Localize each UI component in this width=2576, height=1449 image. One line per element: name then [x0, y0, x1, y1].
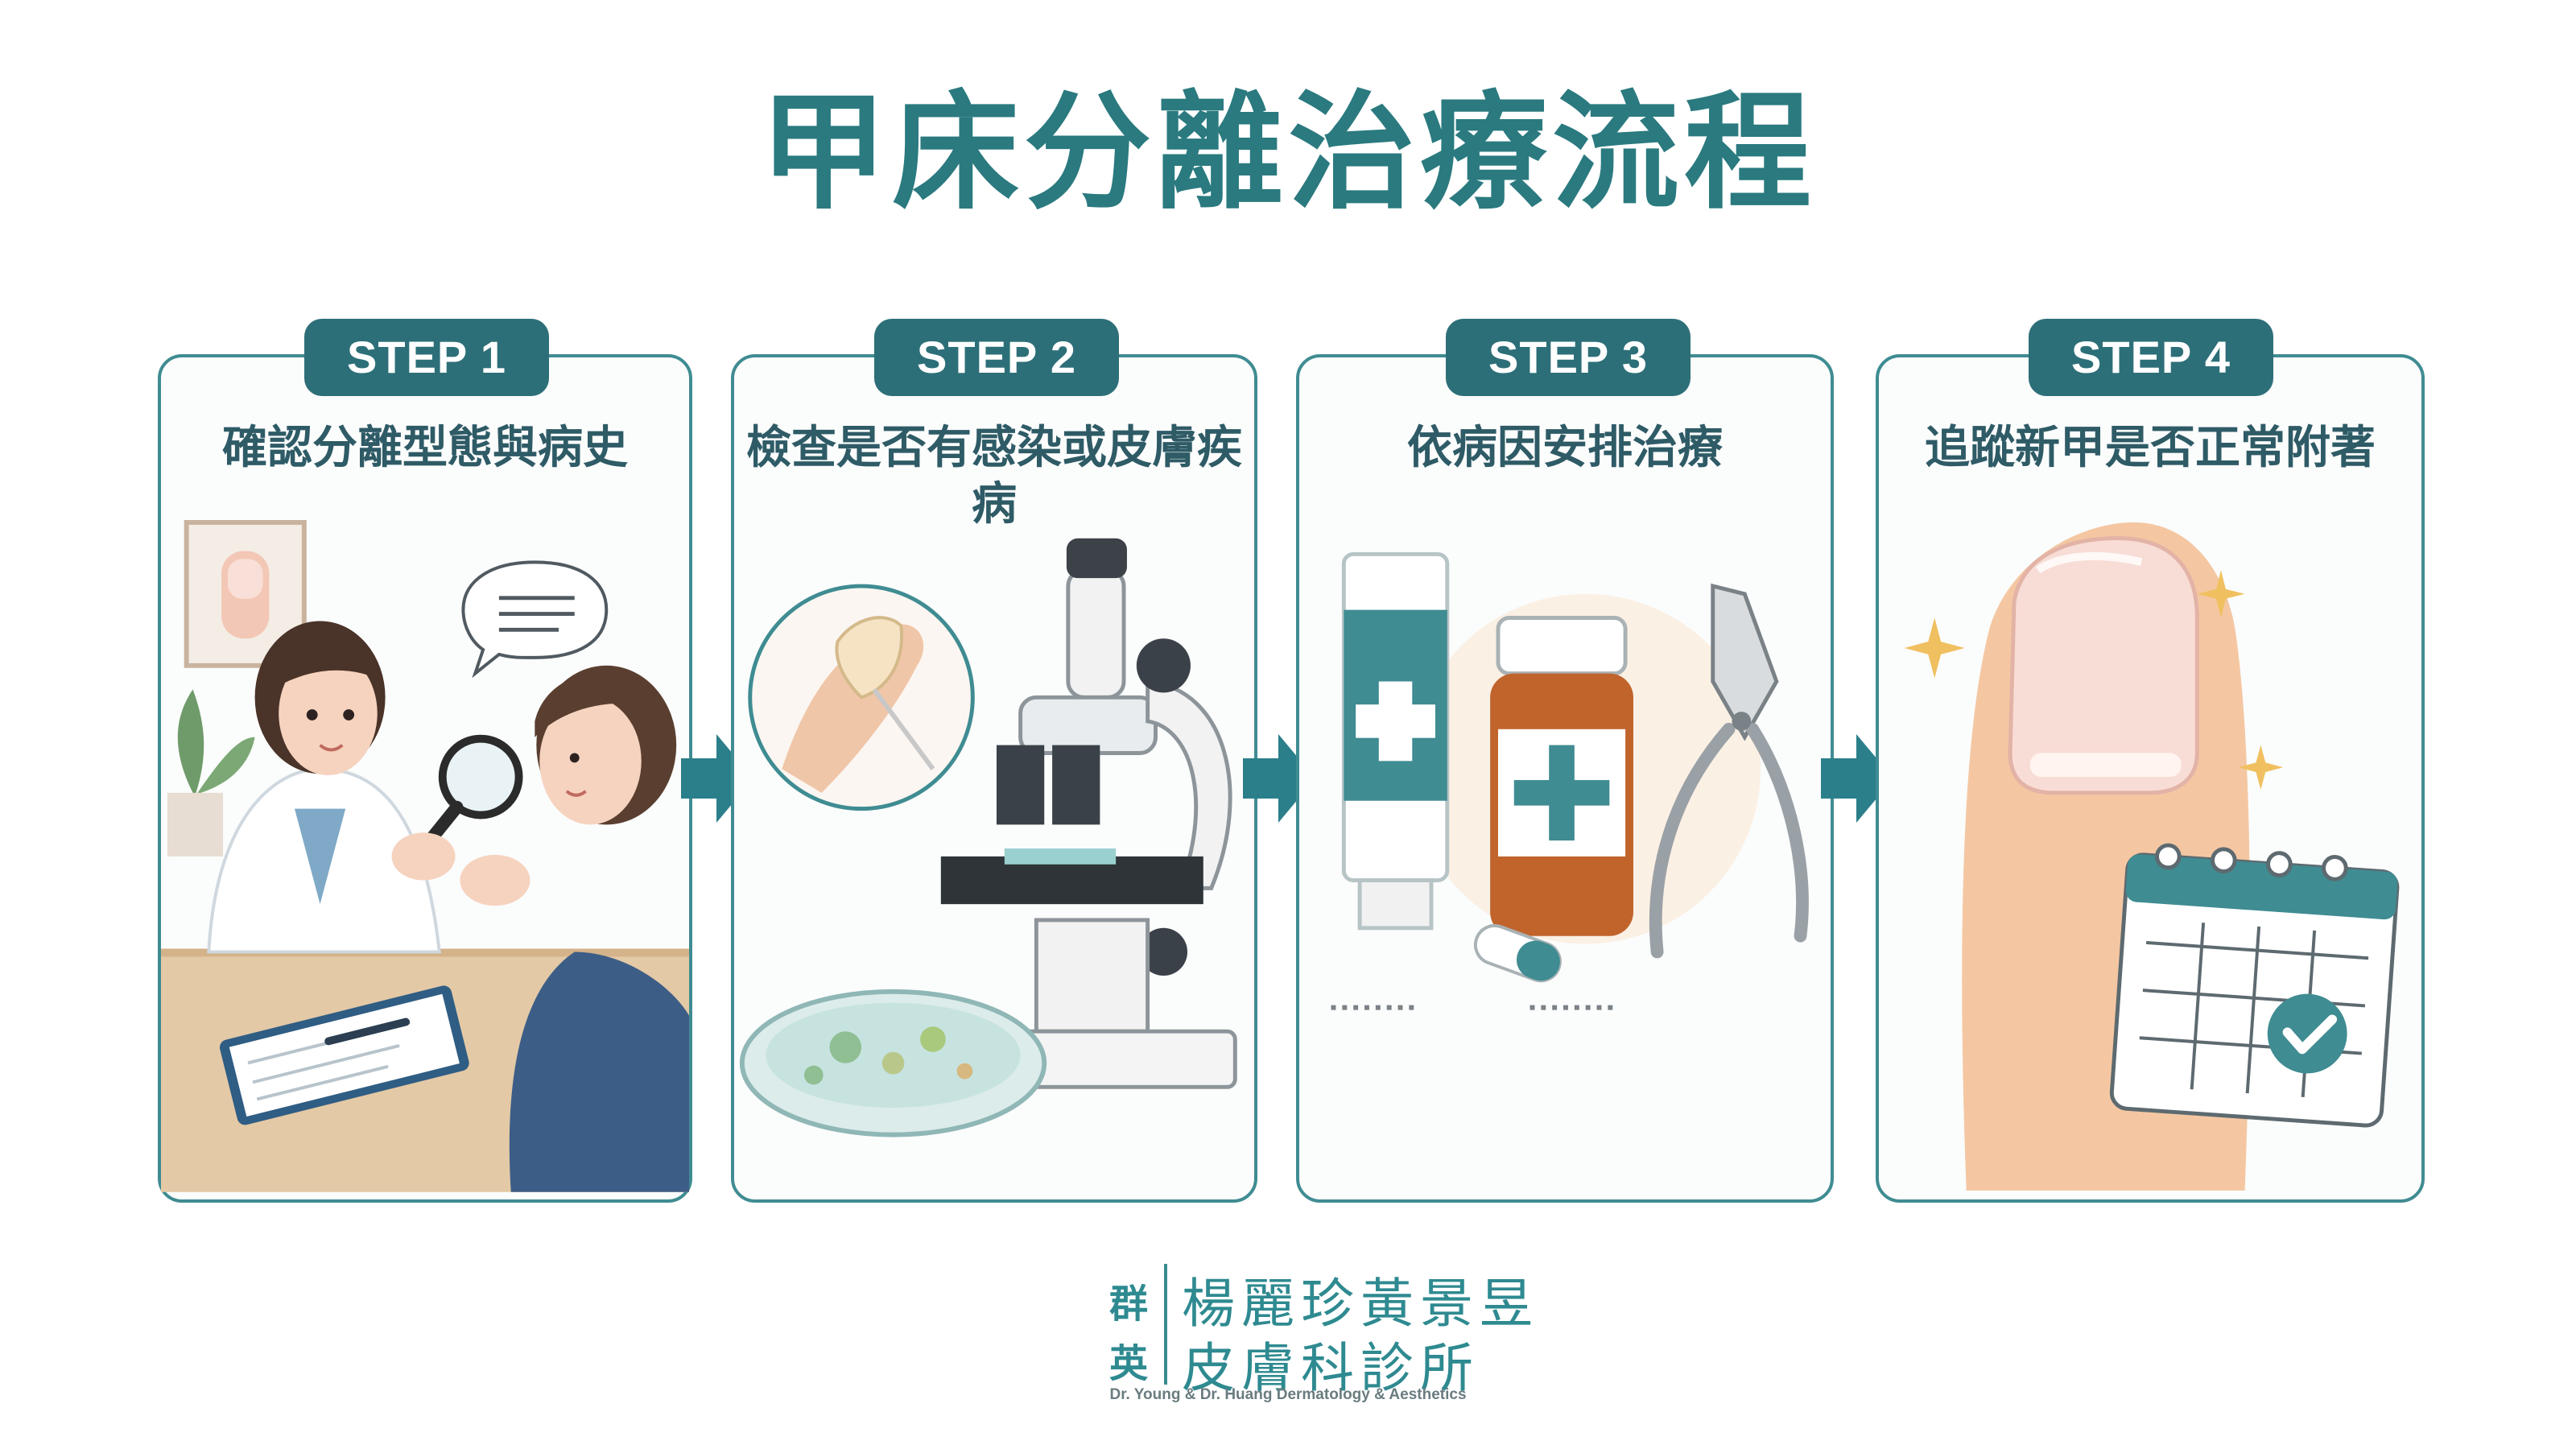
clinic-name-line2: 皮膚科診所: [1182, 1337, 1480, 1399]
step-description: 依病因安排治療: [1407, 422, 1723, 474]
step-card-3: STEP 3 依病因安排治療: [1296, 319, 1834, 1203]
microscope-lab-illustration: [739, 538, 1237, 1137]
step-card-4: STEP 4 追蹤新甲是否正常附著: [1876, 319, 2425, 1203]
clinic-name-line1: 楊麗珍黃景昱: [1182, 1273, 1539, 1335]
clinic-logo-char-top: 群: [1109, 1282, 1149, 1327]
page-title: 甲床分離治療流程: [760, 79, 1816, 227]
treatment-items-illustration: [1331, 551, 1809, 1010]
step-description: 追蹤新甲是否正常附著: [1925, 422, 2376, 474]
step-description: 檢查是否有感染或皮膚疾病: [746, 422, 1242, 530]
clinic-logo-char-bottom: 英: [1109, 1341, 1149, 1386]
step-badge: STEP 3: [1446, 319, 1690, 396]
arrow-right-icon: [1821, 734, 1893, 823]
doctor-consultation-illustration: [161, 519, 689, 1192]
arrow-right-icon: [681, 734, 753, 823]
step-description: 確認分離型態與病史: [222, 422, 628, 474]
step-badge: STEP 2: [874, 319, 1119, 396]
step-badge: STEP 1: [304, 319, 549, 396]
logo-divider: [1164, 1264, 1167, 1385]
clinic-english-name: Dr. Young & Dr. Huang Dermatology & Aest…: [1109, 1386, 1467, 1403]
step-badge: STEP 4: [2029, 319, 2273, 396]
nail-calendar-illustration: [1904, 522, 2400, 1191]
step-card-2: STEP 2 檢查是否有感染或皮膚疾病: [731, 319, 1257, 1203]
arrow-right-icon: [1243, 734, 1315, 823]
step-card-1: STEP 1 確認分離型態與病史: [158, 319, 692, 1203]
